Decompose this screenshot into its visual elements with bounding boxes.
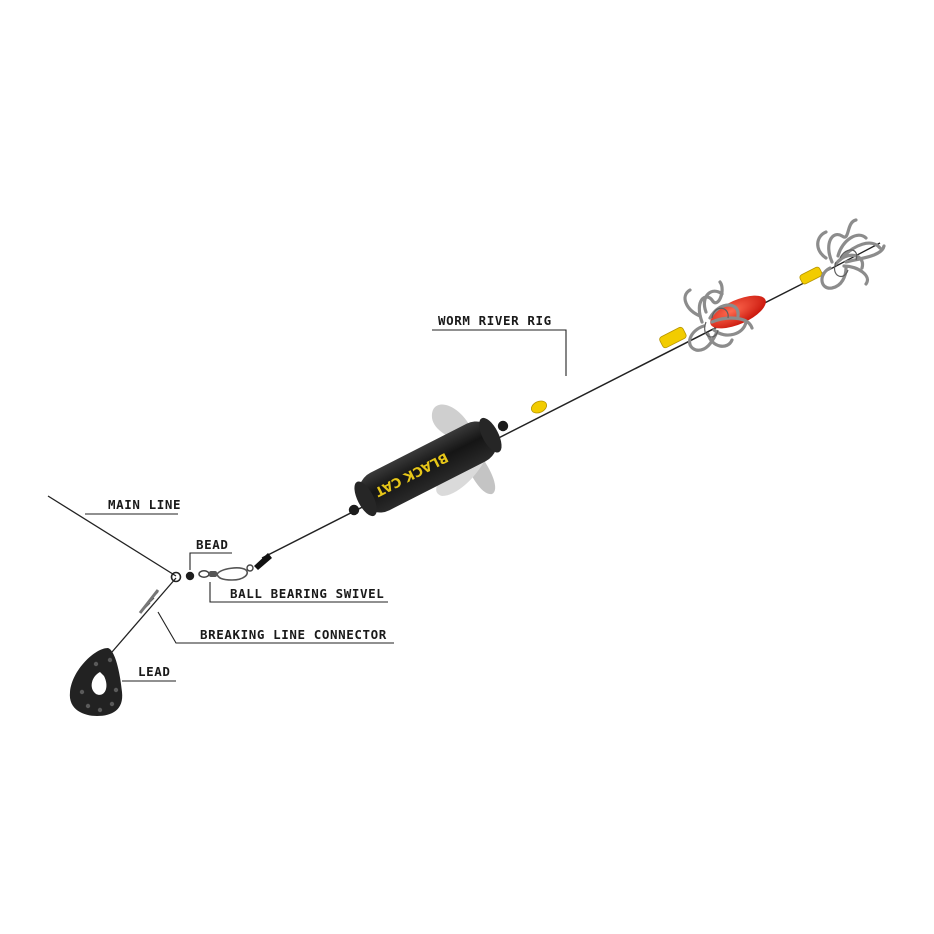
line-stopper bbox=[254, 553, 272, 570]
callout-bead bbox=[189, 552, 232, 570]
callout-worm-river-rig bbox=[432, 329, 567, 376]
float-bead-upper bbox=[497, 420, 509, 432]
label-bead: BEAD bbox=[196, 537, 229, 552]
label-breaking-line-connector: BREAKING LINE CONNECTOR bbox=[200, 627, 387, 642]
black-cat-float: BLACK CAT bbox=[354, 404, 502, 517]
callout-breaking-line-connector bbox=[157, 611, 394, 644]
float-bead-lower bbox=[348, 504, 360, 516]
lead-weight bbox=[69, 648, 123, 716]
main-line-upper bbox=[47, 495, 177, 577]
breaking-line-connector bbox=[111, 577, 177, 653]
worm-hook-lower bbox=[659, 280, 766, 352]
yellow-bead bbox=[530, 400, 548, 414]
callout-lines bbox=[85, 329, 567, 682]
junction-ring bbox=[170, 571, 182, 583]
label-worm-river-rig: WORM RIVER RIG bbox=[438, 313, 552, 328]
ball-bearing-swivel bbox=[198, 564, 254, 581]
label-main-line: MAIN LINE bbox=[108, 497, 181, 512]
label-lead: LEAD bbox=[138, 664, 171, 679]
label-ball-bearing-swivel: BALL BEARING SWIVEL bbox=[230, 586, 384, 601]
callout-ball-bearing-swivel bbox=[209, 582, 388, 603]
bead bbox=[185, 571, 195, 581]
worm-hook-upper bbox=[799, 218, 886, 290]
